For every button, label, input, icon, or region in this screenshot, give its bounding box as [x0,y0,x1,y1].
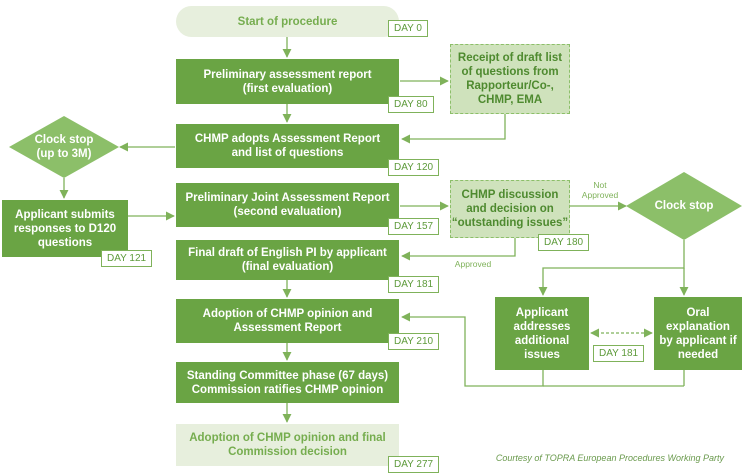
day-120-badge: DAY 120 [388,159,440,176]
arrow-discussion-approved [401,238,516,261]
preliminary-joint-assessment-box: Preliminary Joint Assessment Report (sec… [176,183,399,227]
day-80-badge: DAY 80 [388,96,434,113]
preliminary-joint-label: Preliminary Joint Assessment Report (sec… [185,192,390,218]
credit-line: Courtesy of TOPRA European Procedures Wo… [495,453,724,463]
final-commission-decision-box: Adoption of CHMP opinion and final Commi… [176,424,399,466]
final-draft-label: Final draft of English PI by applicant (… [188,247,387,273]
clock-stop-right-diamond [626,172,742,240]
chmp-discussion-box: CHMP discussion and decision on “outstan… [450,180,570,238]
day-277-badge: DAY 277 [388,456,440,473]
oral-explanation-box: Oral explanation by applicant if needed [654,297,742,370]
arrow-receipt-to-adopts [401,114,506,144]
approved-label: Approved [454,259,492,269]
standing-committee-box: Standing Committee phase (67 days) Commi… [176,362,399,403]
arrow-loop-to-adoption [401,312,544,387]
clock-stop-left-diamond [9,116,119,178]
applicant-submits-label: Applicant submits responses to D120 ques… [13,208,117,249]
final-commission-decision-label: Adoption of CHMP opinion and final Commi… [189,432,386,458]
clock-stop-left-label: Clock stop (up to 3M) [34,134,94,160]
preliminary-assessment-box: Preliminary assessment report (first eva… [176,59,399,104]
chmp-adopts-box: CHMP adopts Assessment Report and list o… [176,124,399,168]
arrow-clockstop-to-applicant-addresses [538,240,685,296]
adoption-chmp-opinion-box: Adoption of CHMP opinion and Assessment … [176,299,399,343]
applicant-submits-box: Applicant submits responses to D120 ques… [2,200,128,257]
day-0-badge: DAY 0 [388,20,428,37]
day-121-badge: DAY 121 [101,250,153,267]
clock-stop-right-label: Clock stop [654,200,714,212]
receipt-label: Receipt of draft list of questions from … [457,52,563,106]
day-210-badge: DAY 210 [388,333,440,350]
receipt-draft-list-box: Receipt of draft list of questions from … [450,44,570,114]
day-181-mid-badge: DAY 181 [593,345,645,362]
oral-explanation-label: Oral explanation by applicant if needed [659,306,737,361]
adoption-chmp-opinion-label: Adoption of CHMP opinion and Assessment … [202,308,373,334]
standing-committee-label: Standing Committee phase (67 days) Commi… [186,369,389,396]
day-180-badge: DAY 180 [538,234,590,251]
chmp-adopts-label: CHMP adopts Assessment Report and list o… [194,133,381,159]
day-157-badge: DAY 157 [388,218,440,235]
applicant-addresses-box: Applicant addresses additional issues [495,297,589,370]
not-approved-label: Not Approved [581,180,619,200]
start-of-procedure-box: Start of procedure [176,6,399,37]
preliminary-assessment-label: Preliminary assessment report (first eva… [203,68,372,95]
day-181-left-badge: DAY 181 [388,276,440,293]
chmp-discussion-label: CHMP discussion and decision on “outstan… [451,189,569,229]
start-label: Start of procedure [237,15,338,28]
applicant-addresses-label: Applicant addresses additional issues [513,306,571,361]
final-draft-box: Final draft of English PI by applicant (… [176,240,399,280]
